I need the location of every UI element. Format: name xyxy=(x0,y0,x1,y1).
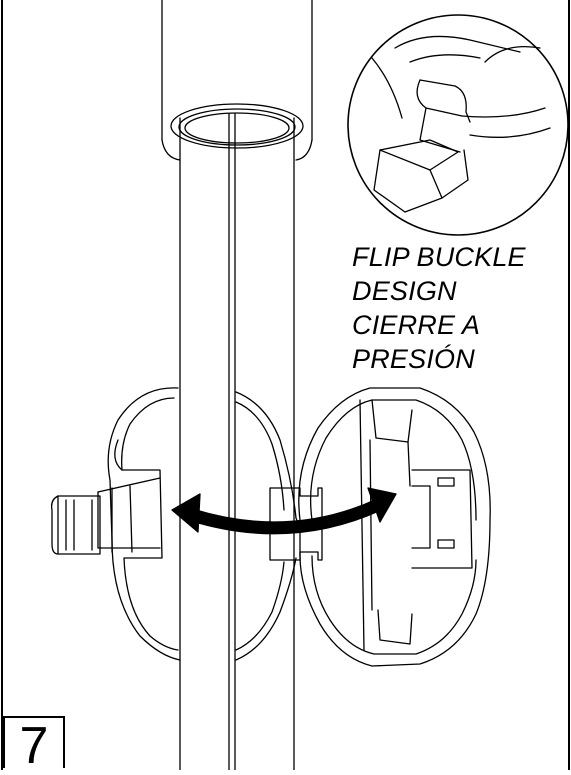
step-number: 7 xyxy=(19,717,49,775)
caption-line-3: CIERRE A xyxy=(352,310,481,340)
buckle-detail-circle xyxy=(347,14,569,236)
open-clip xyxy=(298,387,491,667)
caption-line-1: FLIP BUCKLE xyxy=(352,242,526,272)
upper-tube xyxy=(161,0,313,161)
caption-line-4: PRESIÓN xyxy=(352,344,475,374)
buckle-caption: FLIP BUCKLE DESIGN CIERRE A PRESIÓN xyxy=(352,240,567,376)
left-clip-half xyxy=(50,387,181,661)
inner-pole xyxy=(179,113,295,770)
caption-line-2: DESIGN xyxy=(352,276,457,306)
step-number-box: 7 xyxy=(3,716,65,772)
rotate-arrow xyxy=(171,487,397,535)
